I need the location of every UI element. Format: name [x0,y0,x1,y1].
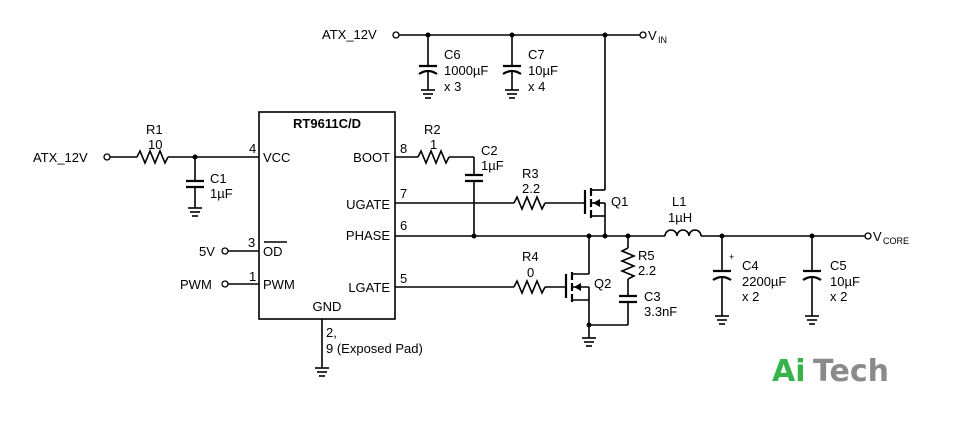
resistor-r4 [513,278,546,296]
resistor-r1 [136,148,169,166]
resistor-r3 [513,194,546,212]
high-side-drive: R3 2.2 Q1 [395,166,628,236]
c2-ref: C2 [481,143,498,158]
pin-vcc-label: VCC [263,150,290,165]
five-v-terminal [221,247,229,255]
atx-12v-left-label: ATX_12V [33,150,88,165]
pwm-net-label: PWM [180,277,212,292]
r2-value: 1 [430,137,437,152]
vin-terminal [639,31,647,39]
r2-ref: R2 [424,122,441,137]
ic-body [258,111,396,320]
atx-12v-top-label: ATX_12V [322,27,377,42]
vin-subscript: IN [658,35,667,45]
c1-ref: C1 [210,171,227,186]
pin-phase-label: PHASE [346,228,390,243]
od-input: 5V [199,244,259,259]
pwm-input: PWM [180,277,259,292]
pin-number-pwm: 1 [249,269,256,284]
arrow [574,283,581,291]
c4-value: 2200µF [742,274,786,289]
c5-count: x 2 [830,289,847,304]
c7-value: 10µF [528,63,558,78]
r5-value: 2.2 [638,263,656,278]
c5-ref: C5 [830,258,847,273]
atx-12v-top-terminal [392,31,400,39]
capacitor-c1: C1 1µF [186,157,233,217]
mosfet-q1: Q1 [583,188,628,218]
r4-value: 0 [527,265,534,280]
logo-tech: Tech [813,354,889,389]
capacitor-c6: C6 1000µF x 3 [418,35,488,99]
vcore-terminal [864,232,872,240]
pin-number-ugate: 7 [400,186,407,201]
c4-count: x 2 [742,289,759,304]
capacitor-c7: C7 10µF x 4 [502,35,558,99]
l1-ref: L1 [672,194,686,209]
pwm-terminal [221,280,229,288]
pin-od-label: OD [263,244,283,259]
mosfet-q2: Q2 [564,272,611,302]
pin-lgate-label: LGATE [348,280,390,295]
arrow [593,199,600,207]
r5-ref: R5 [638,248,655,263]
c6-ref: C6 [444,47,461,62]
pin-number-boot: 8 [400,141,407,156]
q2-ref: Q2 [594,276,611,291]
q1-ref: Q1 [611,194,628,209]
c7-ref: C7 [528,47,545,62]
r3-value: 2.2 [522,181,540,196]
vcc-input: ATX_12V R1 10 C1 1µF [33,122,259,217]
c4-ref: C4 [742,258,759,273]
c3-ref: C3 [644,289,661,304]
five-v-label: 5V [199,244,215,259]
boot-network: R2 1 C2 1µF [395,122,504,236]
low-side-drive: R4 0 Q2 [395,236,611,347]
vcore-label: V [873,229,882,244]
r4-ref: R4 [522,249,539,264]
atx-12v-left-terminal [103,153,111,161]
logo-ai: Ai [772,354,806,389]
gnd-exposed-pad-note: 9 (Exposed Pad) [326,341,423,356]
capacitor-c5: C5 10µF x 2 [802,236,860,325]
phase-node: L1 1µH V CORE [395,194,909,246]
ic-rt9611: RT9611C/D VCC OD PWM GND BOOT UGATE PHAS… [248,111,423,356]
c1-value: 1µF [210,186,233,201]
c4-polarity-mark: + [729,252,734,262]
pin-number-lgate: 5 [400,271,407,286]
snubber: R5 2.2 C3 3.3nF [589,236,677,326]
r1-value: 10 [148,137,162,152]
pin-pwm-label: PWM [263,277,295,292]
r1-ref: R1 [146,122,163,137]
c6-value: 1000µF [444,63,488,78]
pin-number-gnd: 2, [326,325,337,340]
pin-ugate-label: UGATE [346,197,390,212]
c3-value: 3.3nF [644,304,677,319]
resistor-r5 [619,247,637,280]
pin-boot-label: BOOT [353,150,390,165]
junction-dot [602,233,608,239]
input-rail: ATX_12V V IN C6 1000µF x 3 [322,27,667,190]
c2-value: 1µF [481,158,504,173]
pin-gnd-label: GND [313,299,342,314]
vcore-subscript: CORE [883,236,909,246]
capacitor-c4: + C4 2200µF x 2 [712,236,786,325]
aitech-logo: Ai Tech [772,354,889,389]
ic-name: RT9611C/D [293,116,361,131]
vin-label: V [648,28,657,43]
junction-dot [471,233,477,239]
c7-count: x 4 [528,79,545,94]
l1-value: 1µH [668,210,692,225]
pin-number-phase: 6 [400,218,407,233]
resistor-r2 [417,148,450,166]
c6-count: x 3 [444,79,461,94]
pin-number-vcc: 4 [249,141,256,156]
ic-ground [315,319,329,377]
r3-ref: R3 [522,166,539,181]
inductor-l1 [664,229,702,237]
pin-number-od: 3 [248,235,255,250]
c5-value: 10µF [830,274,860,289]
